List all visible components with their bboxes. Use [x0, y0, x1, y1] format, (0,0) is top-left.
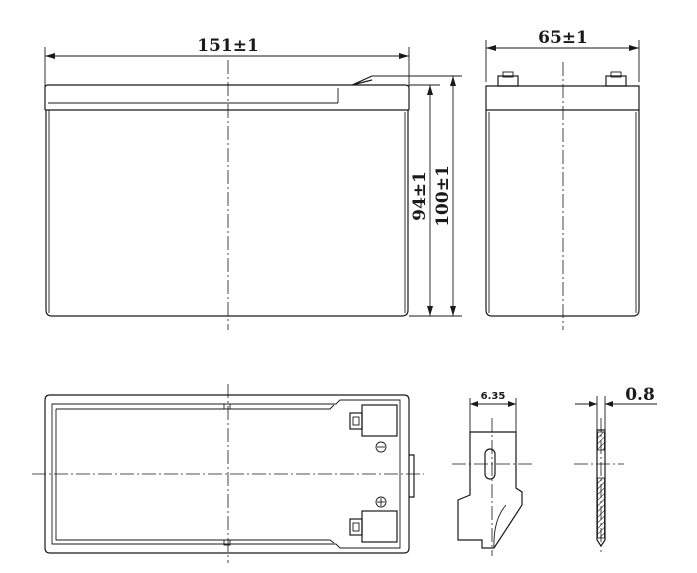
container-height-arrow-top [427, 85, 433, 95]
width-label: 65±1 [538, 28, 588, 48]
side-body [485, 110, 640, 317]
terminal-thickness-arrow-left [589, 401, 597, 407]
container-height-label: 94±1 [410, 171, 430, 221]
top-inner-groove [55, 404, 335, 544]
top-terminal-negative-tab [349, 412, 363, 430]
side-lid [485, 85, 640, 111]
total-height-arrow-top [450, 76, 456, 86]
width-arrow-right [629, 45, 639, 51]
total-height-arrow-bottom [450, 306, 456, 316]
terminal-thickness-label: 0.8 [625, 385, 655, 405]
terminal-width-arrow-left [470, 401, 478, 407]
terminal-front-outline [457, 431, 523, 549]
side-terminal-left [497, 75, 519, 87]
total-height-label: 100±1 [433, 165, 453, 227]
terminal-side-outline [596, 429, 606, 548]
side-terminal-left-tab [502, 71, 514, 78]
side-view: 65±1 [485, 28, 640, 330]
length-arrow-right [399, 53, 409, 59]
top-side-latch [409, 454, 415, 498]
top-mark-lower [223, 539, 231, 546]
front-view: 151±1 94±1 100±1 [44, 36, 462, 330]
width-arrow-left [486, 45, 496, 51]
top-terminal-positive [361, 510, 398, 543]
top-terminal-negative-slot [352, 416, 360, 426]
terminal-width-label: 6.35 [481, 391, 506, 402]
length-label: 151±1 [197, 36, 259, 56]
terminal-detail-front: 6.35 [452, 391, 534, 556]
top-terminal-negative [361, 404, 398, 437]
top-mark-upper [223, 403, 231, 410]
terminal-detail-side: 0.8 [574, 385, 657, 552]
terminal-thickness-arrow-right [605, 401, 613, 407]
positive-polarity-icon [375, 496, 387, 508]
top-inner-rim [51, 399, 401, 549]
negative-polarity-icon [375, 441, 387, 453]
terminal-front-bend [493, 504, 507, 549]
front-body [45, 110, 409, 317]
terminal-width-arrow-right [508, 401, 516, 407]
top-terminal-positive-slot [352, 522, 360, 532]
side-terminal-right [605, 75, 627, 87]
side-terminal-right-tab [610, 71, 622, 78]
length-arrow-left [45, 53, 55, 59]
top-outline [44, 394, 410, 554]
front-lid [44, 75, 410, 110]
top-view [32, 384, 424, 563]
top-terminal-positive-tab [349, 518, 363, 536]
container-height-arrow-bottom [427, 306, 433, 316]
